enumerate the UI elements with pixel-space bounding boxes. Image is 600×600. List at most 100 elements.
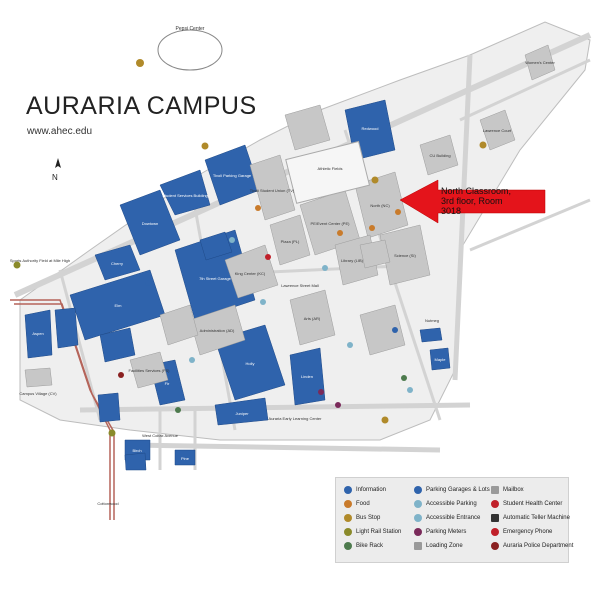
accessible-entrance-icon[interactable] <box>260 299 266 305</box>
label-west-colfax: West Colfax Avenue <box>142 433 179 438</box>
building-small[interactable] <box>124 452 147 471</box>
food-icon[interactable] <box>395 209 401 215</box>
building-student-services[interactable] <box>159 169 211 216</box>
meter-icon[interactable] <box>335 402 341 408</box>
accessible-entrance-icon[interactable] <box>229 237 235 243</box>
parking-icon <box>414 486 422 494</box>
bike-icon[interactable] <box>175 407 181 413</box>
building-media[interactable] <box>359 239 391 269</box>
label-fir: Fir <box>165 381 170 386</box>
label-children: Auraria Early Learning Center <box>269 416 323 421</box>
light-rail <box>10 299 115 520</box>
building-garage-left[interactable] <box>99 327 136 363</box>
accessible-entrance-icon[interactable] <box>407 387 413 393</box>
map-legend: Information Food Bus Stop Light Rail Sta… <box>335 477 573 563</box>
label-science: Science (SI) <box>394 253 416 258</box>
legend-label: Loading Zone <box>426 543 463 549</box>
info-icon <box>344 486 352 494</box>
building-campus-village[interactable] <box>24 367 53 388</box>
bus-icon[interactable] <box>201 142 209 150</box>
building-dowtown[interactable] <box>119 189 181 256</box>
health-icon[interactable] <box>265 254 271 260</box>
building-science[interactable] <box>379 224 431 286</box>
food-icon <box>344 500 352 508</box>
compass-needle <box>55 158 61 168</box>
rail-icon[interactable] <box>108 429 116 437</box>
building-tivoli-union[interactable] <box>249 154 296 221</box>
label-sports: Sports Authority Field at Mile High <box>10 258 70 263</box>
police-icon[interactable] <box>118 372 124 378</box>
bus-icon[interactable] <box>479 141 487 149</box>
label-aspen: Aspen <box>32 331 43 336</box>
legend-label: Auraria Police Department <box>503 543 574 549</box>
building-king[interactable] <box>224 244 279 299</box>
legend-item: Automatic Teller Machine <box>491 514 570 522</box>
accessible-entrance-icon[interactable] <box>347 342 353 348</box>
info-icon[interactable] <box>392 327 398 333</box>
label-tivoli: Tivoli Parking Garage <box>213 173 252 178</box>
pepsi-center[interactable] <box>157 29 223 71</box>
info-icon[interactable] <box>145 280 151 286</box>
label-nutmeg: Nutmeg <box>425 318 439 323</box>
building-north[interactable] <box>354 171 409 239</box>
building-maple[interactable] <box>429 347 451 371</box>
label-juniper: Juniper <box>235 411 249 416</box>
bus-icon[interactable] <box>371 176 379 184</box>
building-lawrence-court[interactable] <box>479 109 516 151</box>
label-arts: Arts (AR) <box>304 316 321 321</box>
bike-icon[interactable] <box>401 375 407 381</box>
label-tivoli-union: Tivoli Student Union (TV) <box>250 188 295 193</box>
building-linden[interactable] <box>289 347 326 406</box>
building-pine[interactable] <box>174 449 196 466</box>
label-womens: Women's Center <box>525 60 555 65</box>
legend-label: Accessible Parking <box>426 501 477 507</box>
building-hotel[interactable] <box>284 104 331 151</box>
building-7th-street[interactable] <box>159 304 199 346</box>
meter-icon[interactable] <box>318 389 324 395</box>
label-elm: Elm <box>115 303 123 308</box>
legend-item: Auraria Police Department <box>491 542 573 550</box>
accessible-entrance-icon[interactable] <box>189 357 195 363</box>
rail-icon[interactable] <box>13 261 21 269</box>
bus-icon[interactable] <box>136 59 144 67</box>
accessible-entrance-icon[interactable] <box>322 265 328 271</box>
atm-icon <box>491 514 499 522</box>
accessible-entrance-icon <box>414 514 422 522</box>
accessible-parking-icon <box>414 500 422 508</box>
building-cu[interactable] <box>419 134 459 176</box>
legend-item: Light Rail Station <box>344 528 401 536</box>
building-st-cajetan[interactable] <box>359 304 406 356</box>
label-linden: Linden <box>301 374 313 379</box>
gray-buildings <box>24 44 556 389</box>
site-url[interactable]: www.ahec.edu <box>27 126 93 137</box>
building-aspen[interactable] <box>24 309 53 359</box>
building-spruce[interactable] <box>199 231 233 261</box>
building-arts[interactable] <box>289 289 336 346</box>
building-cherry[interactable] <box>94 244 141 281</box>
building-womens[interactable] <box>524 44 556 81</box>
gray-labels: King Center (KC) Plaza (PL) PE/Event Cen… <box>10 60 556 506</box>
building-plaza[interactable] <box>269 214 311 266</box>
poi-icons <box>13 59 487 437</box>
legend-label: Automatic Teller Machine <box>503 515 570 521</box>
legend-item: Bus Stop <box>344 514 380 522</box>
label-pine: Pine <box>181 456 190 461</box>
label-king: King Center (KC) <box>235 271 266 276</box>
building-facilities[interactable] <box>129 351 169 389</box>
athletic-fields[interactable] <box>285 140 371 204</box>
building-admin[interactable] <box>189 304 246 356</box>
legend-item: Parking Garages & Lots <box>414 486 490 494</box>
legend-label: Accessible Entrance <box>426 515 481 521</box>
building-birch[interactable] <box>97 392 121 423</box>
callout-line-1: North Classroom, <box>441 186 512 196</box>
building-boulder[interactable] <box>54 307 79 349</box>
food-icon[interactable] <box>337 230 343 236</box>
building-juniper[interactable] <box>214 397 269 426</box>
label-birch: Birch <box>132 448 141 453</box>
bus-icon[interactable] <box>381 416 389 424</box>
food-icon[interactable] <box>255 205 261 211</box>
building-nutmeg[interactable] <box>419 327 443 343</box>
bike-icon <box>344 542 352 550</box>
food-icon[interactable] <box>369 225 375 231</box>
label-facilities: Facilities Services (FS) <box>129 368 171 373</box>
